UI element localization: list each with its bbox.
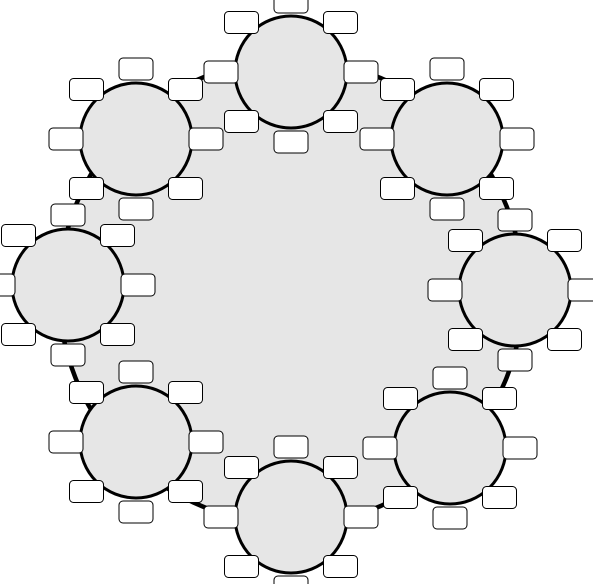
node-box bbox=[547, 328, 582, 351]
node-box bbox=[343, 505, 379, 529]
node-box bbox=[380, 78, 415, 101]
node-box bbox=[118, 57, 154, 81]
node-box bbox=[359, 127, 395, 151]
node-box bbox=[168, 480, 203, 503]
node-box bbox=[497, 208, 533, 232]
node-box bbox=[120, 273, 156, 297]
node-box bbox=[69, 480, 104, 503]
cluster-bottom bbox=[203, 435, 379, 584]
node-box bbox=[273, 130, 309, 154]
node-box bbox=[168, 78, 203, 101]
node-box bbox=[479, 78, 514, 101]
node-box bbox=[69, 381, 104, 404]
node-box bbox=[323, 555, 358, 578]
node-box bbox=[323, 456, 358, 479]
node-box bbox=[380, 177, 415, 200]
cluster-top-right bbox=[359, 57, 535, 221]
node-box bbox=[0, 273, 16, 297]
node-box bbox=[432, 506, 468, 530]
node-box bbox=[479, 177, 514, 200]
node-box bbox=[448, 229, 483, 252]
node-box bbox=[482, 486, 517, 509]
node-box bbox=[50, 343, 86, 367]
node-box bbox=[69, 177, 104, 200]
node-box bbox=[168, 381, 203, 404]
node-box bbox=[48, 127, 84, 151]
node-box bbox=[118, 360, 154, 384]
node-box bbox=[273, 435, 309, 459]
node-box bbox=[168, 177, 203, 200]
node-box bbox=[429, 197, 465, 221]
node-box bbox=[188, 430, 224, 454]
node-box bbox=[343, 60, 379, 84]
cluster-bottom-left bbox=[48, 360, 224, 524]
node-box bbox=[502, 436, 538, 460]
node-box bbox=[48, 430, 84, 454]
node-box bbox=[50, 203, 86, 227]
node-box bbox=[497, 348, 533, 372]
cluster-top-left bbox=[48, 57, 224, 221]
node-box bbox=[432, 366, 468, 390]
node-box bbox=[100, 224, 135, 247]
node-box bbox=[383, 486, 418, 509]
node-box bbox=[273, 0, 309, 14]
cluster-left bbox=[0, 203, 156, 367]
node-box bbox=[323, 11, 358, 34]
node-box bbox=[323, 110, 358, 133]
node-box bbox=[69, 78, 104, 101]
node-box bbox=[224, 456, 259, 479]
node-box bbox=[567, 278, 593, 302]
node-box bbox=[499, 127, 535, 151]
node-box bbox=[1, 323, 36, 346]
cluster-bottom-right bbox=[362, 366, 538, 530]
node-box bbox=[188, 127, 224, 151]
node-box bbox=[362, 436, 398, 460]
node-box bbox=[429, 57, 465, 81]
node-box bbox=[118, 197, 154, 221]
node-box bbox=[224, 11, 259, 34]
node-box bbox=[203, 60, 239, 84]
node-box bbox=[118, 500, 154, 524]
node-box bbox=[427, 278, 463, 302]
node-box bbox=[383, 387, 418, 410]
cluster-top bbox=[203, 0, 379, 154]
node-box bbox=[224, 110, 259, 133]
node-box bbox=[224, 555, 259, 578]
node-box bbox=[273, 575, 309, 584]
node-box bbox=[203, 505, 239, 529]
node-box bbox=[1, 224, 36, 247]
node-box bbox=[100, 323, 135, 346]
cluster-right bbox=[427, 208, 593, 372]
node-box bbox=[448, 328, 483, 351]
node-box bbox=[547, 229, 582, 252]
node-box bbox=[482, 387, 517, 410]
